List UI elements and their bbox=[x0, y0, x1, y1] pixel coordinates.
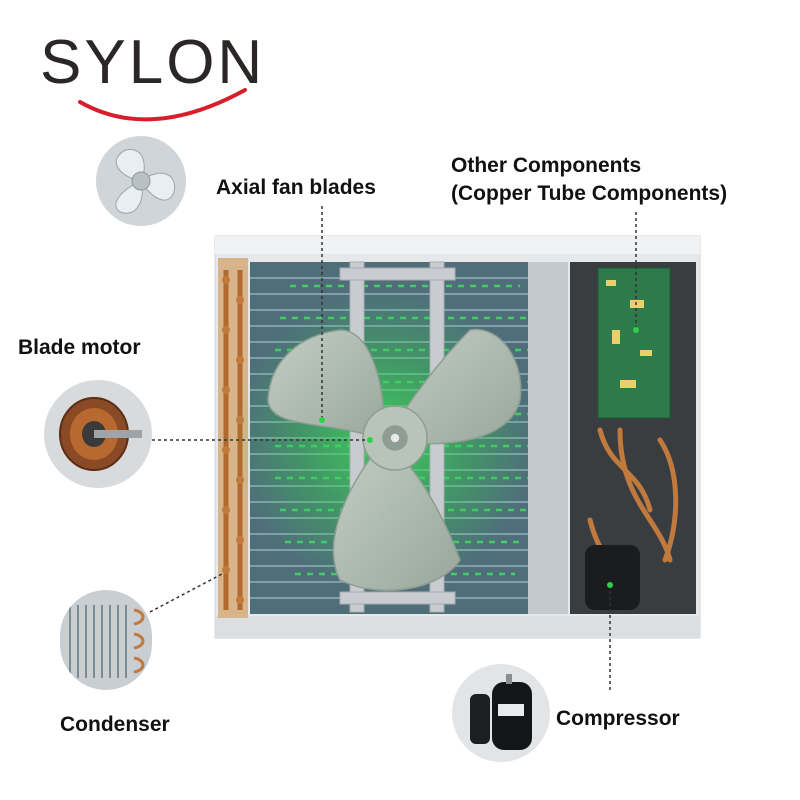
fan-blade-thumbnail bbox=[96, 136, 186, 226]
motor-thumbnail bbox=[44, 380, 152, 488]
label-blade-motor: Blade motor bbox=[18, 336, 141, 359]
brand-name: SYLON bbox=[40, 28, 266, 97]
label-compressor: Compressor bbox=[556, 707, 680, 730]
label-axial-fan-blades: Axial fan blades bbox=[216, 176, 376, 199]
brand-logo: SYLON bbox=[40, 32, 270, 122]
compressor-body bbox=[585, 545, 640, 610]
leader-lines bbox=[149, 206, 637, 690]
axial-fan bbox=[267, 328, 522, 592]
divider-panel bbox=[528, 262, 568, 614]
label-condenser: Condenser bbox=[60, 713, 170, 736]
compressor-icon bbox=[452, 664, 550, 762]
condenser-thumbnail bbox=[60, 590, 152, 690]
compressor-thumbnail bbox=[452, 664, 550, 762]
label-copper-tube-components: (Copper Tube Components) bbox=[451, 182, 728, 205]
motor-icon bbox=[44, 380, 152, 488]
condenser-icon bbox=[60, 590, 152, 690]
fan-blade-icon bbox=[96, 136, 186, 226]
electronics-compartment bbox=[570, 262, 696, 614]
label-other-components: Other Components bbox=[451, 154, 642, 177]
logo-swoosh bbox=[78, 88, 247, 122]
copper-coil-column bbox=[218, 258, 248, 618]
